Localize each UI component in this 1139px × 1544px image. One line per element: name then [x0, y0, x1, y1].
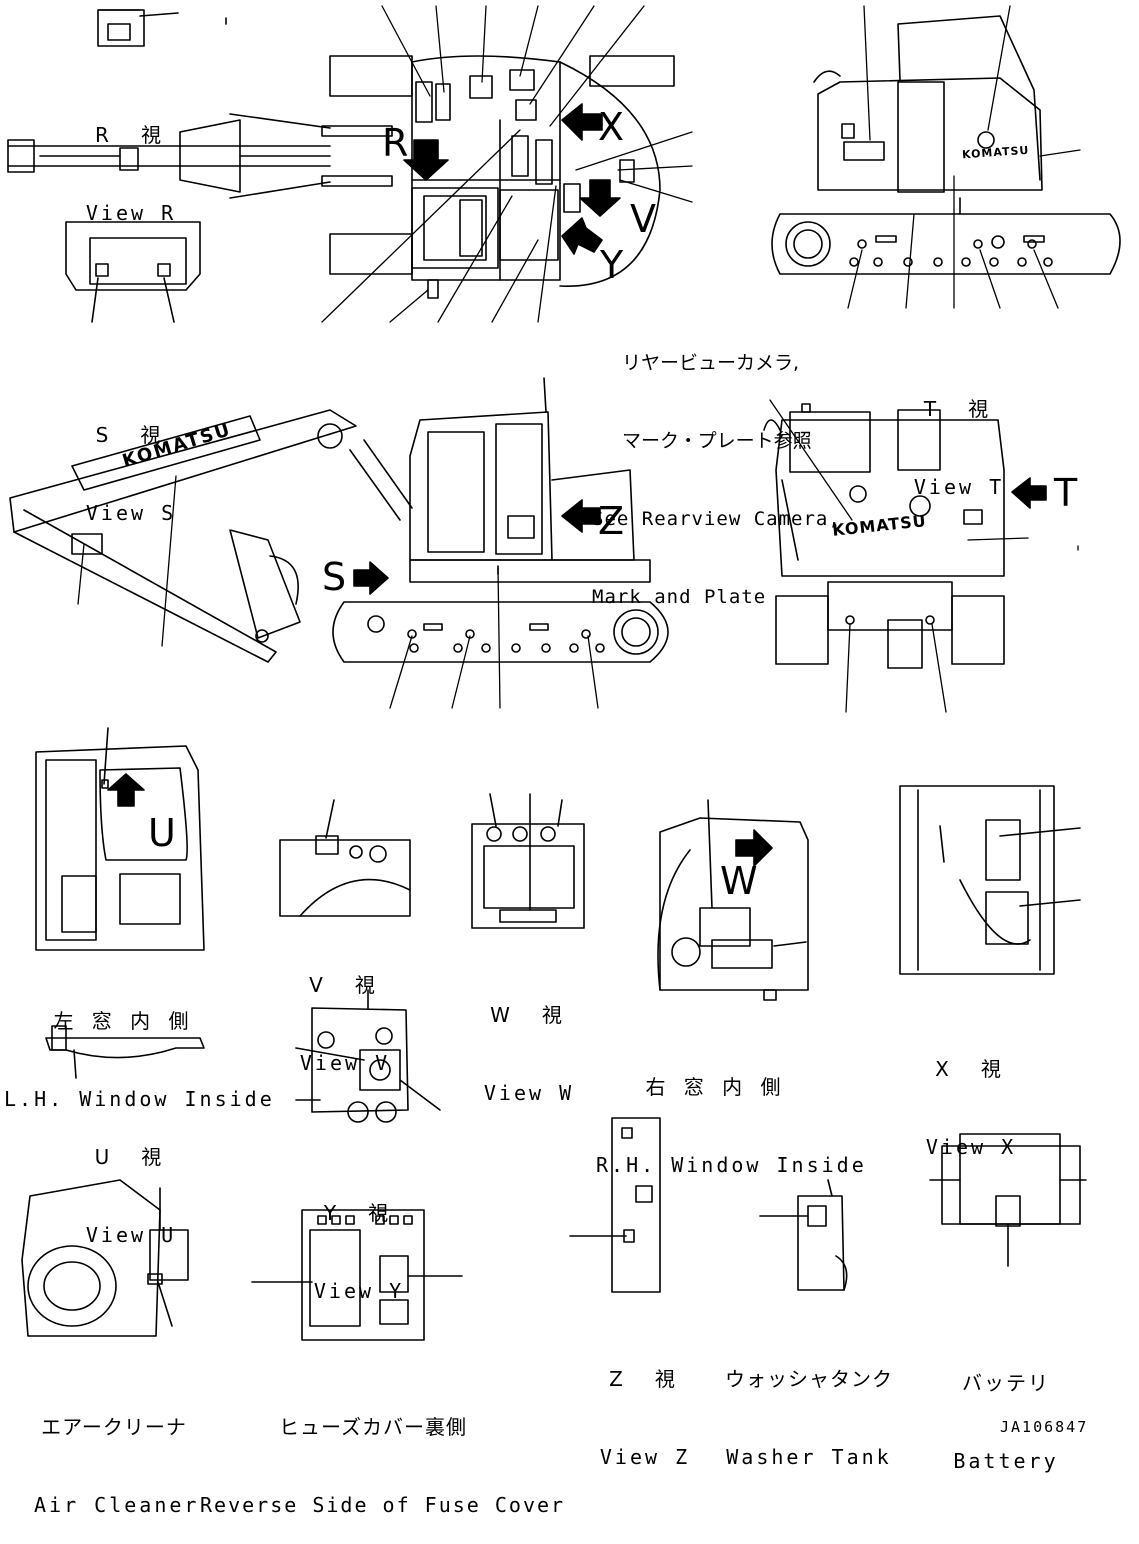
arrow-letter-t: T: [1054, 471, 1078, 515]
arrow-letter-x: X: [598, 105, 625, 149]
caption-lh-window-en: L.H. Window Inside: [4, 1087, 275, 1111]
arrow-t: [1012, 478, 1046, 508]
arrow-u: [108, 774, 144, 806]
caption-view-x-en: View X: [925, 1135, 1017, 1159]
caption-washer-tank: ウォッシャタンク Washer Tank: [724, 1314, 894, 1496]
main-side-view: [10, 378, 668, 662]
caption-view-y-jp: Y 視: [323, 1201, 395, 1225]
caption-view-z-en: View Z: [599, 1445, 691, 1469]
arrow-letter-r: R: [382, 121, 409, 165]
caption-view-t: T 視 View T: [904, 344, 1014, 526]
caption-rh-window-jp: 右 窓 内 側: [645, 1075, 787, 1099]
view-r-figure: [98, 10, 226, 46]
caption-battery-en: Battery: [953, 1449, 1059, 1473]
caption-view-r-jp: R 視: [95, 123, 167, 147]
view-w-figure: [472, 794, 584, 928]
view-arrows: [108, 104, 1046, 866]
arrow-letter-z: Z: [598, 499, 625, 543]
arrow-r: [404, 140, 448, 180]
arrow-letter-v: V: [630, 197, 656, 241]
rearview-note-jp-2: マーク・プレート参照: [622, 430, 812, 452]
caption-battery-jp: バッテリ: [962, 1371, 1050, 1395]
caption-view-u-jp: U 視: [94, 1145, 168, 1169]
leader-lines-top: [322, 6, 692, 322]
caption-view-u: U 視 View U: [76, 1092, 186, 1274]
caption-view-y-en: View Y: [313, 1279, 405, 1303]
caption-fuse-cover-jp: ヒューズカバー裏側: [279, 1415, 467, 1439]
arrow-s: [354, 562, 388, 594]
caption-rh-window: 右 窓 内 側 R.H. Window Inside: [596, 1022, 867, 1204]
view-y-figure: [296, 990, 440, 1122]
air-cleaner-figure: [22, 1180, 188, 1336]
caption-lh-window-jp: 左 窓 内 側: [53, 1009, 195, 1033]
side-view-top-right: [772, 16, 1120, 274]
boom-top-view: [8, 114, 392, 198]
leader-lines-t: [770, 400, 1078, 712]
rearview-note-jp-1: リヤービューカメラ,: [622, 352, 800, 374]
caption-view-z-jp: Z 視: [609, 1367, 681, 1391]
washer-tank-figure: [760, 1180, 847, 1290]
fuse-cover-figure: [252, 1210, 462, 1340]
arrow-x: [562, 104, 602, 140]
battery-figure: [930, 1134, 1086, 1266]
parts-diagram: [0, 0, 1139, 1463]
arrow-v: [580, 180, 620, 216]
arrow-letter-u: U: [148, 811, 176, 855]
arrow-letter-y: Y: [600, 243, 624, 287]
arrow-y: [562, 218, 602, 254]
upper-structure-top-view: [330, 56, 674, 298]
caption-view-y: Y 視 View Y: [304, 1148, 414, 1330]
caption-view-w-en: View W: [483, 1081, 575, 1105]
caption-view-s-jp: S 視: [95, 423, 167, 447]
caption-view-w: W 視 View W: [474, 950, 584, 1132]
caption-view-v-en: View V: [299, 1051, 391, 1075]
caption-view-v-jp: V 視: [309, 973, 381, 997]
arrow-letter-w: W: [720, 859, 758, 903]
leader-lines-top-right: [848, 6, 1080, 308]
view-x-figure: [900, 786, 1080, 974]
view-t-figure: [764, 404, 1004, 668]
caption-view-v: V 視 View V: [290, 920, 400, 1102]
view-z-figure: [570, 1118, 660, 1292]
rearview-note-en-2: Mark and Plate: [592, 586, 767, 608]
document-id: JA106847: [1000, 1418, 1089, 1436]
view-s-figure: [66, 222, 200, 322]
rearview-camera-note: リヤービューカメラ, マーク・プレート参照 See Rearview Camer…: [592, 298, 852, 636]
lh-window-figure: [36, 728, 204, 950]
caption-view-s-en: View S: [85, 501, 177, 525]
caption-fuse-cover-en: Reverse Side of Fuse Cover: [200, 1493, 566, 1517]
caption-view-r: R 視 View R: [76, 70, 186, 252]
leader-lines-main: [78, 476, 598, 708]
caption-washer-tank-en: Washer Tank: [726, 1445, 892, 1469]
caption-washer-tank-jp: ウォッシャタンク: [725, 1367, 893, 1391]
caption-view-w-jp: W 視: [490, 1003, 568, 1027]
caption-view-x-jp: X 視: [935, 1057, 1007, 1081]
caption-view-r-en: View R: [85, 201, 177, 225]
caption-view-x: X 視 View X: [916, 1004, 1026, 1186]
caption-view-t-en: View T: [913, 475, 1005, 499]
caption-rh-window-en: R.H. Window Inside: [596, 1153, 867, 1177]
arrow-z: [562, 500, 600, 532]
caption-view-t-jp: T 視: [923, 397, 995, 421]
caption-view-s: S 視 View S: [76, 370, 186, 552]
caption-view-u-en: View U: [85, 1223, 177, 1247]
view-v-figure: [280, 800, 410, 916]
caption-air-cleaner-jp: エアークリーナ: [41, 1415, 187, 1439]
caption-lh-window: 左 窓 内 側 L.H. Window Inside: [4, 956, 275, 1138]
caption-view-z: Z 視 View Z: [590, 1314, 700, 1496]
rearview-note-en-1: See Rearview Camera,: [592, 508, 841, 530]
arrow-letter-s: S: [322, 555, 347, 599]
caption-air-cleaner-en: Air Cleaner: [34, 1493, 200, 1517]
arrow-w: [736, 830, 772, 866]
caption-fuse-cover: ヒューズカバー裏側 Reverse Side of Fuse Cover: [200, 1362, 566, 1544]
caption-battery: バッテリ Battery: [946, 1318, 1066, 1500]
rh-window-figure: [658, 800, 808, 1000]
view-u-figure: [46, 1026, 204, 1078]
caption-air-cleaner: エアークリーナ Air Cleaner: [34, 1362, 200, 1544]
